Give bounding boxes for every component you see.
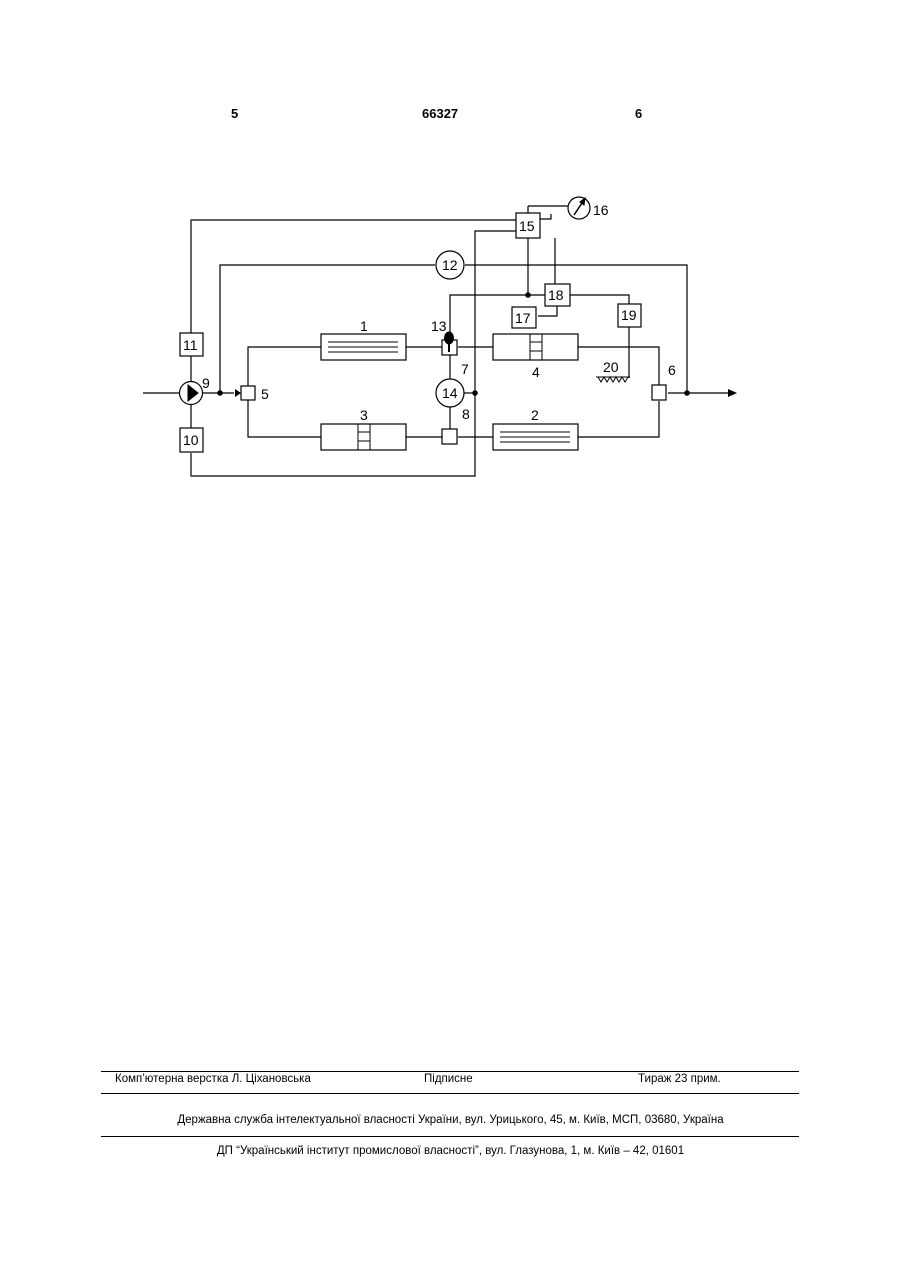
- label-16: 16: [593, 202, 609, 218]
- lower-branch-line: [248, 400, 321, 437]
- mixer-6: [652, 385, 666, 400]
- label-20: 20: [603, 359, 619, 375]
- label-11: 11: [183, 337, 198, 353]
- upper-branch-line: [248, 347, 321, 386]
- splitter-arrow-icon: [235, 389, 241, 397]
- label-4: 4: [532, 364, 540, 380]
- footer-circulation: Тираж 23 прим.: [638, 1073, 721, 1085]
- footer-rule-top: [101, 1071, 799, 1072]
- label-12: 12: [442, 257, 458, 273]
- footer-office: Державна служба інтелектуальної власност…: [0, 1114, 901, 1126]
- node-8: [442, 429, 457, 444]
- label-10: 10: [183, 432, 199, 448]
- ground-20-icon: [596, 377, 630, 382]
- label-9: 9: [202, 375, 210, 391]
- label-7: 7: [461, 361, 469, 377]
- footer-rule-bottom: [101, 1136, 799, 1137]
- schematic-diagram: 1 2 3 4 5 6 7 8 9 10 11 12 13 14 15 16 1…: [0, 0, 901, 520]
- footer-rule-middle: [101, 1093, 799, 1094]
- label-5: 5: [261, 386, 269, 402]
- label-6: 6: [668, 362, 676, 378]
- footer-layout-credit: Комп’ютерна верстка Л. Ціхановська: [115, 1073, 311, 1085]
- footer-subscription: Підписне: [424, 1073, 473, 1085]
- label-18: 18: [548, 287, 564, 303]
- label-1: 1: [360, 318, 368, 334]
- label-19: 19: [621, 307, 637, 323]
- label-3: 3: [360, 407, 368, 423]
- splitter-5: [241, 386, 255, 400]
- label-15: 15: [519, 218, 535, 234]
- label-13: 13: [431, 318, 447, 334]
- footer-institute: ДП “Український інститут промислової вла…: [0, 1145, 901, 1157]
- label-2: 2: [531, 407, 539, 423]
- cylinder-3: [321, 424, 406, 450]
- outlet-arrow-icon: [728, 389, 737, 397]
- label-17: 17: [515, 310, 531, 326]
- cylinder-4: [493, 334, 578, 360]
- label-8: 8: [462, 406, 470, 422]
- label-14: 14: [442, 385, 458, 401]
